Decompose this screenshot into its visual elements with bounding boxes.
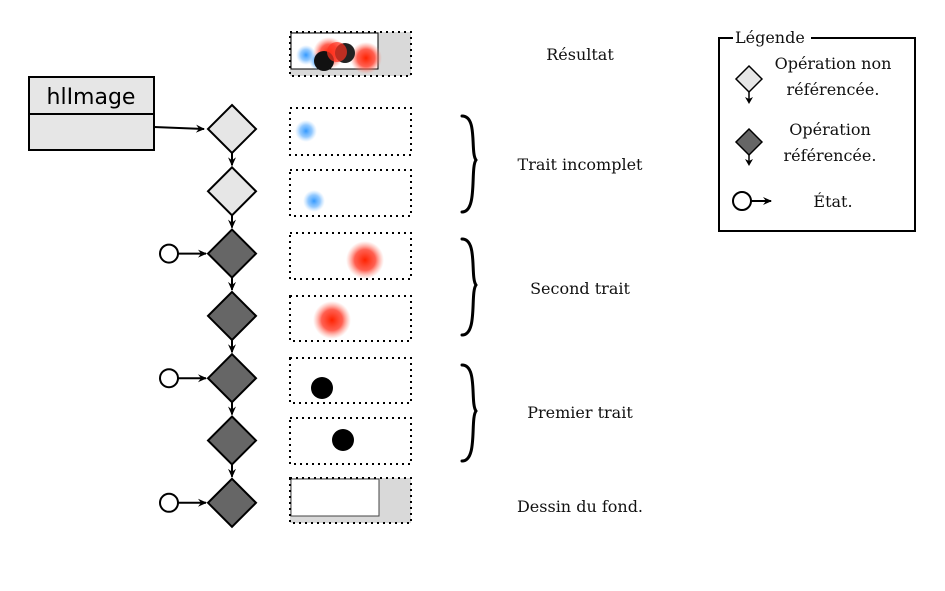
- legend-referenced-line1: Opération: [789, 120, 871, 139]
- legend-referenced-line2: référencée.: [784, 146, 877, 165]
- state-circle-icon: [159, 368, 179, 389]
- layer-first-stroke-2: [289, 417, 412, 465]
- black-stroke-mark: [311, 377, 333, 399]
- layer-incomplete-stroke-1: [289, 107, 412, 156]
- label-result: Résultat: [546, 45, 614, 64]
- referenced-operation-diamond: [206, 290, 258, 342]
- state-circle-icon: [732, 191, 752, 211]
- black-stroke-mark: [332, 429, 354, 451]
- legend-non-referenced-line1: Opération non: [775, 54, 892, 73]
- referenced-operation-diamond: [206, 228, 258, 280]
- dark-diamond-icon: [734, 127, 764, 157]
- light-diamond-icon: [734, 64, 764, 94]
- referenced-operation-diamond: [206, 477, 258, 529]
- referenced-operation-diamond: [206, 352, 258, 404]
- layer-first-stroke-1: [289, 357, 412, 404]
- brace-first-stroke: [460, 363, 478, 463]
- legend-item-referenced: Opération référencée.: [734, 120, 877, 166]
- blue-stroke-mark: [303, 190, 325, 212]
- state-circle-icon: [159, 492, 179, 513]
- legend-non-referenced-line2: référencée.: [787, 80, 880, 99]
- referenced-operation-diamond: [206, 415, 258, 466]
- non-referenced-operation-diamond: [206, 103, 258, 155]
- layer-second-stroke-2: [289, 295, 412, 342]
- label-incomplete-stroke: Trait incomplet: [518, 155, 644, 174]
- non-referenced-operation-diamond: [206, 165, 258, 217]
- label-second-stroke: Second trait: [530, 279, 630, 298]
- layer-result: [289, 31, 412, 77]
- hlimage-class-box: hlImage: [28, 76, 155, 151]
- brace-second-stroke: [460, 237, 478, 337]
- legend: Légende Opération non référencée. Opérat…: [718, 28, 916, 232]
- state-circle-icon: [159, 243, 179, 264]
- layer-second-stroke-1: [289, 232, 412, 280]
- red-stroke-mark: [350, 42, 382, 74]
- legend-item-non-referenced: Opération non référencée.: [734, 54, 892, 104]
- blue-stroke-mark: [295, 120, 317, 142]
- red-stroke-mark: [313, 301, 351, 339]
- label-first-stroke: Premier trait: [527, 403, 633, 422]
- red-stroke-mark: [327, 42, 347, 62]
- layer-incomplete-stroke-2: [289, 169, 412, 217]
- label-background: Dessin du fond.: [517, 497, 643, 516]
- legend-item-state: État.: [732, 191, 853, 211]
- operation-chain: [159, 103, 258, 529]
- brace-incomplete-stroke: [460, 114, 478, 214]
- class-to-operation-arrow: [153, 124, 205, 133]
- legend-title: Légende: [735, 28, 805, 47]
- red-stroke-mark: [346, 241, 384, 279]
- legend-state-label: État.: [813, 191, 852, 211]
- hlimage-class-title: hlImage: [47, 85, 136, 110]
- layer-background: [289, 477, 412, 524]
